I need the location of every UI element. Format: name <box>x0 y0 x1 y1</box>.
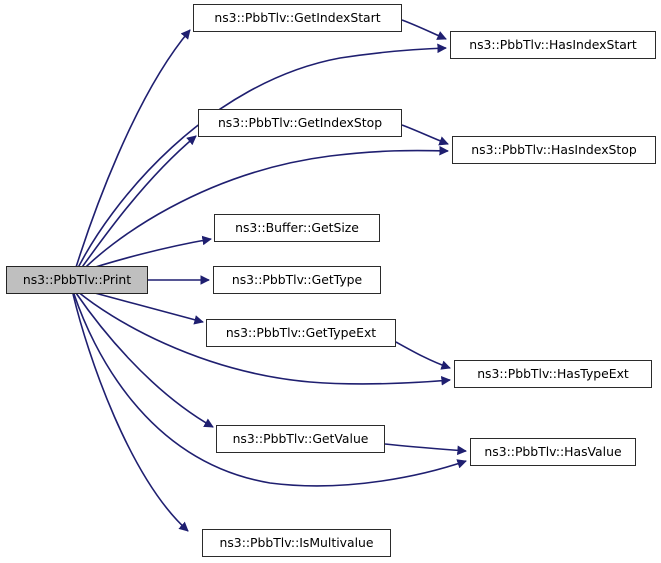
node-ns3-pbbtlv-hasindexstart[interactable]: ns3::PbbTlv::HasIndexStart <box>450 31 656 59</box>
node-label: ns3::PbbTlv::GetValue <box>232 430 369 446</box>
node-label: ns3::PbbTlv::GetIndexStart <box>214 9 381 25</box>
node-ns3-pbbtlv-getindexstart[interactable]: ns3::PbbTlv::GetIndexStart <box>193 4 402 32</box>
node-ns3-pbbtlv-ismultivalue[interactable]: ns3::PbbTlv::IsMultivalue <box>202 529 391 557</box>
node-ns3-pbbtlv-hasindexstop[interactable]: ns3::PbbTlv::HasIndexStop <box>452 136 656 164</box>
node-ns3-pbbtlv-gettypeext[interactable]: ns3::PbbTlv::GetTypeExt <box>206 319 396 347</box>
edge-print-to-is-multivalue <box>72 293 189 532</box>
edge-get-type-ext-to-has-type-ext <box>395 341 451 370</box>
node-label: ns3::Buffer::GetSize <box>235 219 359 235</box>
edge-print-to-has-index-start <box>73 43 447 277</box>
edge-get-index-start-to-has-index-start <box>401 19 447 40</box>
edge-print-to-has-value <box>73 293 467 487</box>
node-label: ns3::PbbTlv::HasTypeExt <box>477 365 629 381</box>
edge-get-value-to-has-value <box>384 443 467 456</box>
node-ns3-pbbtlv-getindexstop[interactable]: ns3::PbbTlv::GetIndexStop <box>198 109 402 137</box>
node-ns3-buffer-getsize[interactable]: ns3::Buffer::GetSize <box>214 214 380 242</box>
node-label: ns3::PbbTlv::IsMultivalue <box>219 534 374 550</box>
node-ns3-pbbtlv-hasvalue[interactable]: ns3::PbbTlv::HasValue <box>470 438 636 466</box>
node-label: ns3::PbbTlv::Print <box>22 271 132 287</box>
node-label: ns3::PbbTlv::HasIndexStart <box>469 36 637 52</box>
edge-print-to-get-value <box>75 292 214 428</box>
node-ns3-pbbtlv-hastypeext[interactable]: ns3::PbbTlv::HasTypeExt <box>454 360 652 388</box>
node-ns3-pbbtlv-getvalue[interactable]: ns3::PbbTlv::GetValue <box>216 425 385 453</box>
edge-print-to-get-index-stop <box>74 135 197 278</box>
node-label: ns3::PbbTlv::GetIndexStop <box>217 114 383 130</box>
node-label: ns3::PbbTlv::HasIndexStop <box>471 141 637 157</box>
node-label: ns3::PbbTlv::HasValue <box>484 443 622 459</box>
edge-print-to-has-index-stop <box>75 145 449 278</box>
node-label: ns3::PbbTlv::GetType <box>231 271 363 287</box>
edge-print-to-has-type-ext <box>76 290 451 386</box>
edge-get-index-stop-to-has-index-stop <box>401 124 449 146</box>
node-label: ns3::PbbTlv::GetTypeExt <box>225 324 377 340</box>
edge-print-to-get-index-start <box>72 29 191 278</box>
node-ns3-pbbtlv-print[interactable]: ns3::PbbTlv::Print <box>6 266 148 294</box>
node-ns3-pbbtlv-gettype[interactable]: ns3::PbbTlv::GetType <box>213 266 381 294</box>
